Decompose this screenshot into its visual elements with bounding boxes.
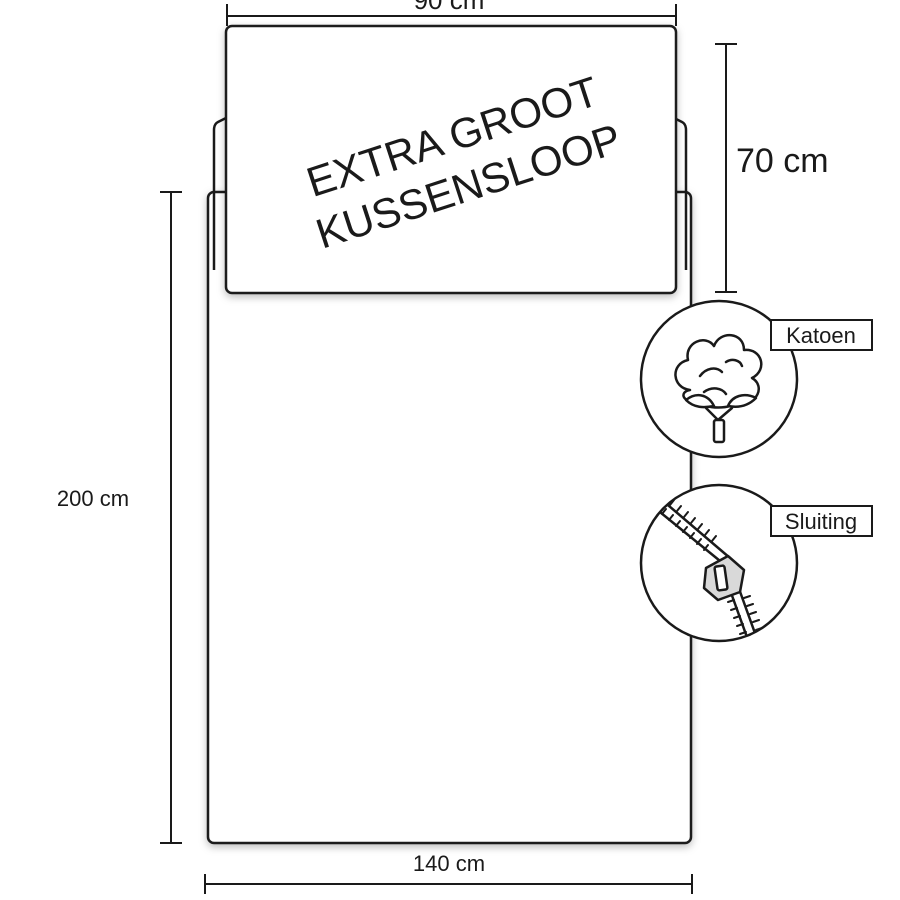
pillowcase (224, 24, 678, 295)
pillow-back-left-edge (212, 116, 227, 270)
pillow-width-label: 90 cm (414, 0, 485, 15)
pillow-height-dimension: 70 cm (715, 43, 829, 293)
sheet-length-dimension: 200 cm (57, 191, 182, 844)
cotton-icon (674, 334, 763, 444)
cotton-tag-box (770, 319, 873, 351)
sheet-length-label: 200 cm (57, 486, 129, 511)
sheet-width-dimension: 140 cm (204, 851, 693, 894)
zipper-tag-label: Sluiting (785, 509, 857, 534)
pillow-width-dimension: 90 cm (226, 0, 677, 26)
zipper-tag-box (770, 505, 873, 537)
cotton-badge: Katoen (639, 299, 873, 459)
sheet-width-label: 140 cm (413, 851, 485, 876)
cotton-tag-label: Katoen (786, 323, 856, 348)
zipper-badge: Sluiting (639, 483, 873, 643)
pillow-back-right-edge (673, 116, 688, 270)
pillow-height-label: 70 cm (736, 142, 829, 180)
zipper-icon (653, 498, 763, 640)
